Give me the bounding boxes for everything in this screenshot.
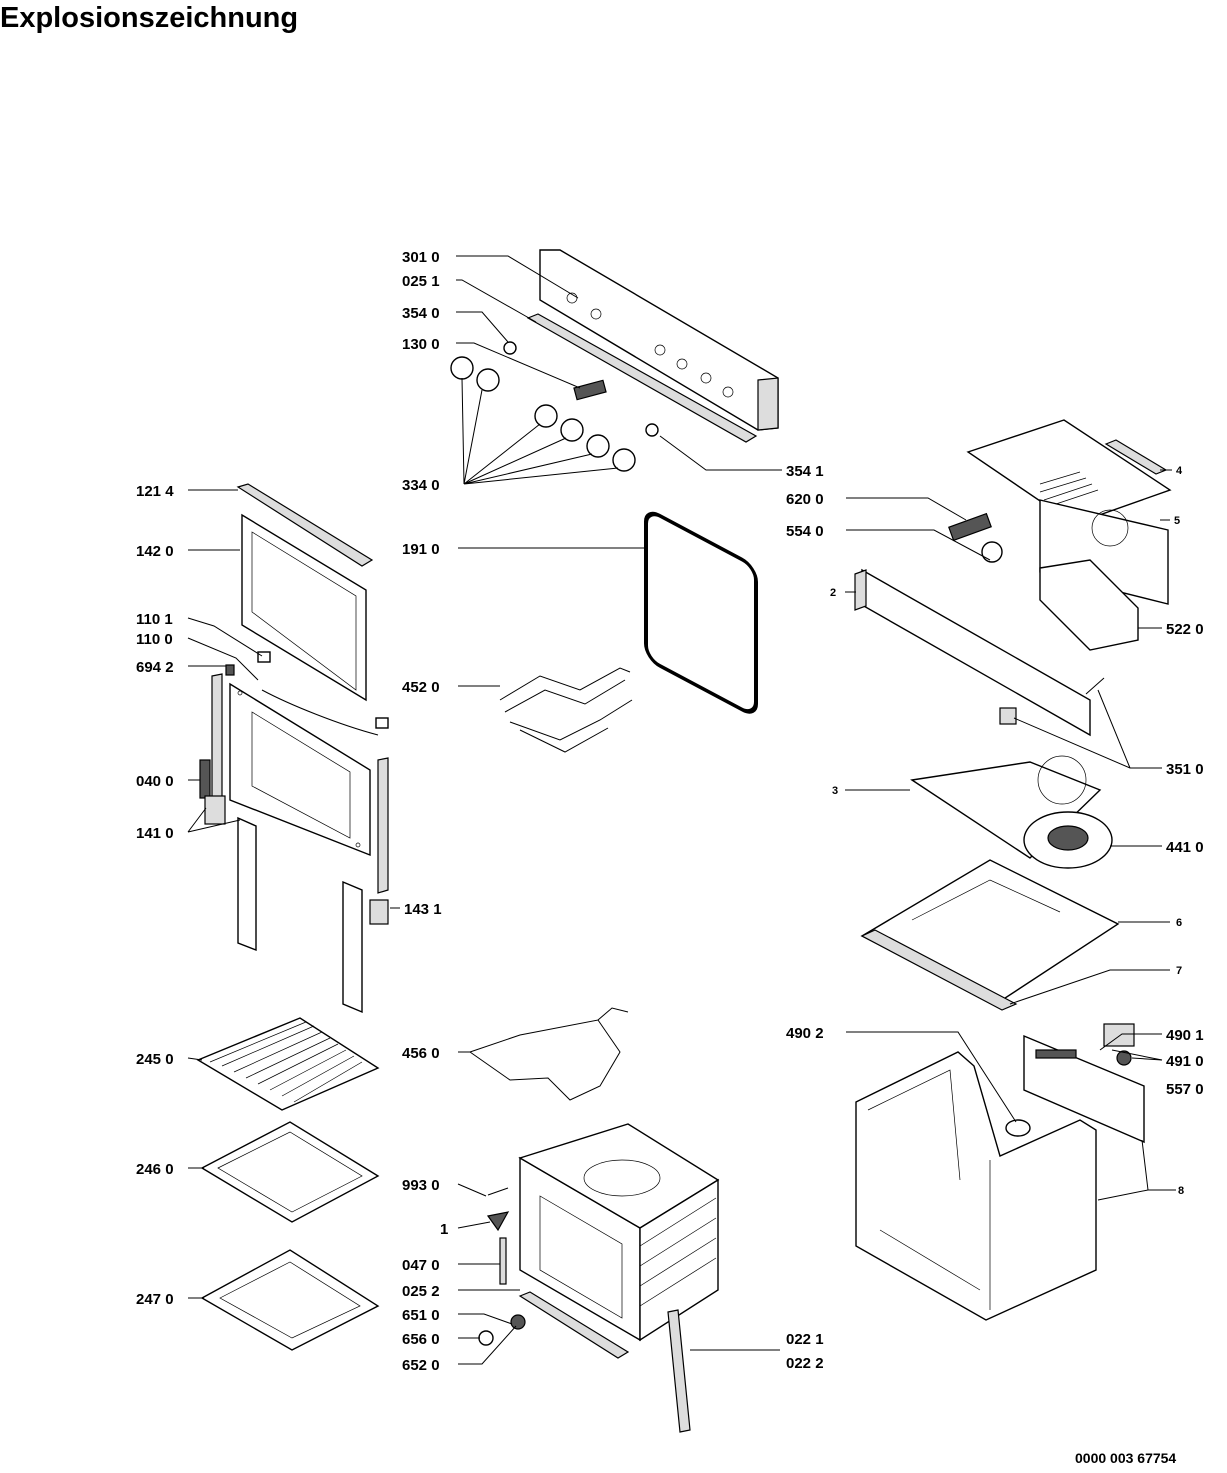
panel-rail-upper [526, 313, 758, 443]
oven-cavity [518, 1123, 720, 1342]
label-456-0: 456 0 [402, 1045, 440, 1062]
control-knobs [450, 356, 636, 472]
label-5: 5 [1174, 515, 1180, 527]
label-4: 4 [1176, 465, 1183, 477]
label-491-0: 491 0 [1166, 1053, 1204, 1070]
label-354-0: 354 0 [402, 305, 440, 322]
label-522-0: 522 0 [1166, 621, 1204, 638]
control-panel-fascia [539, 249, 779, 431]
small-parts [478, 1187, 526, 1346]
label-1: 1 [440, 1221, 448, 1238]
switch-block [573, 379, 607, 401]
front-trim [860, 929, 1018, 1011]
label-245-0: 245 0 [136, 1051, 174, 1068]
convection-fan [1023, 811, 1113, 869]
door-handle-strip-right [342, 880, 363, 1014]
label-651-0: 651 0 [402, 1307, 440, 1324]
terminal-block [1023, 1034, 1145, 1144]
label-8: 8 [1178, 1185, 1184, 1197]
door-outer-glass [241, 513, 367, 702]
thermostat [981, 541, 1003, 563]
label-143-1: 143 1 [404, 901, 442, 918]
label-022-2: 022 2 [786, 1355, 824, 1372]
bracket [1103, 1023, 1135, 1047]
indicator-lamp-2 [645, 423, 659, 437]
door-handle-strip-left [237, 816, 257, 952]
label-554-0: 554 0 [786, 523, 824, 540]
timer-switch [948, 512, 992, 542]
label-247-0: 247 0 [136, 1291, 174, 1308]
label-025-1: 025 1 [402, 273, 440, 290]
label-110-0: 110 0 [136, 631, 173, 648]
label-441-0: 441 0 [1166, 839, 1204, 856]
top-heating-element [499, 667, 633, 753]
door-clip [225, 664, 235, 676]
label-334-0: 334 0 [402, 477, 440, 494]
indicator-lamp [503, 341, 517, 355]
door-inner-panel [229, 682, 371, 857]
label-490-1: 490 1 [1166, 1027, 1204, 1044]
grommet [1005, 1119, 1031, 1137]
door-gasket [644, 511, 758, 714]
label-022-1: 022 1 [786, 1331, 824, 1348]
top-cover-plate [966, 419, 1172, 525]
label-301-0: 301 0 [402, 249, 440, 266]
cavity-front-trim [518, 1291, 630, 1359]
label-2: 2 [830, 587, 836, 599]
label-351-0: 351 0 [1166, 761, 1204, 778]
lamp-socket [999, 677, 1105, 725]
label-652-0: 652 0 [402, 1357, 440, 1374]
control-housing [854, 568, 1091, 737]
housing-frame [855, 1051, 1097, 1321]
door-hinge-rod [257, 651, 389, 736]
label-142-0: 142 0 [136, 543, 174, 560]
door-side-strip-right [377, 757, 389, 894]
label-130-0: 130 0 [402, 336, 440, 353]
part-labels: 301 0 025 1 354 0 130 0 334 0 354 1 121 … [136, 249, 1204, 1374]
label-490-2: 490 2 [786, 1025, 824, 1042]
label-246-0: 246 0 [136, 1161, 174, 1178]
top-panel [860, 859, 1120, 1005]
label-656-0: 656 0 [402, 1331, 440, 1348]
leader-lines [187, 255, 1176, 1365]
deep-pan [200, 1249, 380, 1351]
label-191-0: 191 0 [402, 541, 440, 558]
electronics-module [1039, 559, 1139, 651]
label-557-0: 557 0 [1166, 1081, 1204, 1098]
page-title: Explosionszeichnung [0, 2, 299, 34]
label-452-0: 452 0 [402, 679, 440, 696]
door-top-profile [236, 483, 374, 567]
label-121-4: 121 4 [136, 483, 174, 500]
label-7: 7 [1176, 965, 1182, 977]
fuse [1116, 1050, 1132, 1066]
label-993-0: 993 0 [402, 1177, 440, 1194]
door-hinge-right [369, 899, 389, 925]
door-side-strip-left [211, 673, 223, 816]
label-620-0: 620 0 [786, 491, 824, 508]
baking-tray [200, 1121, 380, 1223]
label-3: 3 [832, 785, 838, 797]
document-number: 0000 003 67754 [1075, 1450, 1177, 1466]
bottom-heating-element [469, 1007, 629, 1101]
label-040-0: 040 0 [136, 773, 174, 790]
label-694-2: 694 2 [136, 659, 174, 676]
label-354-1: 354 1 [786, 463, 824, 480]
side-rail [667, 1309, 691, 1433]
label-6: 6 [1176, 917, 1182, 929]
label-110-1: 110 1 [136, 611, 173, 628]
wire-shelf [196, 1017, 380, 1111]
label-047-0: 047 0 [402, 1257, 440, 1274]
label-141-0: 141 0 [136, 825, 174, 842]
label-025-2: 025 2 [402, 1283, 440, 1300]
